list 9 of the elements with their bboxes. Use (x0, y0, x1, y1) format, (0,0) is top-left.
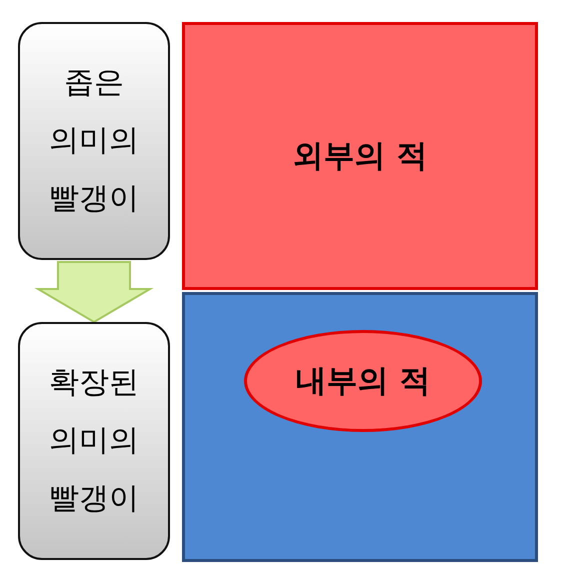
node-label: 내부의 적 (296, 362, 430, 401)
block-arrow (34, 261, 154, 324)
node-label: 외부의 적 (292, 137, 428, 176)
panel (182, 22, 538, 290)
node-label: 확장된 의미의 빨갱이 (48, 364, 140, 518)
panel (182, 292, 538, 562)
rounded-box (18, 22, 170, 260)
rounded-box (18, 322, 170, 560)
node-label: 좁은 의미의 빨갱이 (48, 64, 140, 218)
